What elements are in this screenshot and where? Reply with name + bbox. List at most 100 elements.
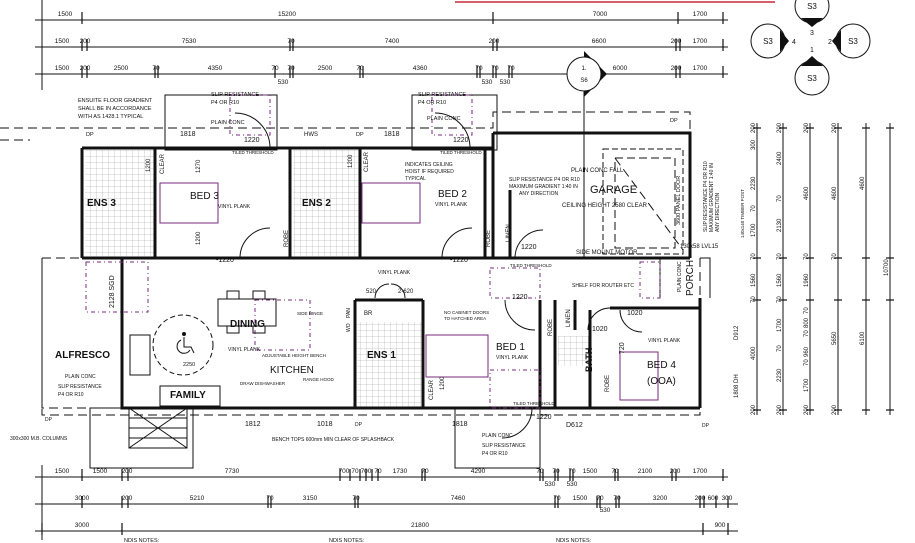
dimension-label: 1500: [93, 468, 108, 475]
room-label-garage: GARAGE: [590, 184, 637, 196]
dimension-label: 3150: [303, 495, 318, 502]
annotation-note: PLAIN CONC: [427, 116, 461, 122]
annotation-note: 1812: [245, 421, 261, 428]
annotation-note: 1220: [521, 244, 537, 251]
annotation-note: ENSUITE FLOOR GRADIENT: [78, 98, 153, 104]
annotation-note: 1220: [512, 294, 528, 301]
dimension-label: 2500: [318, 65, 333, 72]
annotation-note: PAN: [346, 308, 352, 318]
dimension-label: 1500: [55, 38, 70, 45]
dimension-label: 200: [670, 468, 681, 475]
annotation-note: 1818: [180, 131, 196, 138]
dimension-label: 960: [804, 346, 810, 357]
dimension-label: 530: [278, 79, 289, 86]
annotation-note: TILED THRESHOLD: [440, 150, 482, 155]
annotation-note: 1220: [453, 137, 469, 144]
dimension-label: 70: [568, 468, 576, 475]
annotation-note: P4 OR R10: [58, 392, 84, 398]
annotation-note: VINYL PLANK: [218, 204, 251, 210]
dimension-label: 700: [361, 468, 372, 475]
dimension-label: 200: [804, 404, 810, 415]
dimension-label: 1730: [393, 468, 408, 475]
annotation-note: CLEAR: [364, 151, 370, 172]
annotation-note: DP: [45, 417, 53, 423]
dimension-label: 600: [708, 495, 719, 502]
annotation-note: 1200: [146, 158, 152, 172]
section-cut-sheet: S6: [580, 78, 588, 84]
dimension-label: 200: [832, 122, 838, 133]
dimension-label: 6000: [613, 65, 628, 72]
dimension-label: 900: [715, 522, 726, 529]
dimension-label: 4600: [804, 186, 810, 200]
annotation-note: NDIS NOTES:: [124, 538, 160, 543]
section-cut-marker: [566, 51, 607, 258]
dimension-label: 7530: [182, 38, 197, 45]
annotation-note: ADJUSTABLE HEIGHT BENCH: [262, 353, 326, 358]
annotation-note: 1018: [317, 421, 333, 428]
annotation-note: SHELF FOR ROUTER ETC: [572, 283, 634, 289]
dimension-label: 1700: [751, 223, 757, 237]
dimension-label: 7730: [225, 468, 240, 475]
dimension-label: 6600: [592, 38, 607, 45]
dimension-label: 4350: [208, 65, 223, 72]
room-label-porch: PORCH: [685, 260, 696, 296]
dimension-label: 70: [287, 38, 295, 45]
room-label-bed2: BED 2: [438, 189, 467, 200]
annotation-note: INDICATES CEILING: [405, 162, 453, 168]
annotation-note: 1818: [384, 131, 400, 138]
dimension-label: 70: [553, 495, 561, 502]
section-marker-label: S3: [763, 37, 773, 46]
annotation-note: SIDE MOUNT MOTOR: [576, 250, 638, 256]
annotation-note: 1200: [196, 231, 202, 245]
annotation-note: DP: [702, 423, 710, 429]
annotation-note: ROBE: [548, 319, 554, 336]
annotation-note: SLIP RESISTANCE: [211, 92, 259, 98]
annotation-note: PLAIN CONC FALL: [571, 168, 624, 174]
annotation-note: SLIP RESISTANCE P4 OR R10: [509, 177, 580, 183]
annotation-note: 520: [366, 289, 377, 295]
dimension-label: 70: [751, 253, 757, 260]
dimension-label: 530: [600, 507, 611, 514]
dimension-label: 200: [80, 38, 91, 45]
annotation-note: BR: [364, 311, 373, 317]
section-marker-label: S3: [807, 74, 817, 83]
dimension-label: 800: [804, 317, 810, 328]
annotation-note: HWS: [304, 132, 318, 138]
annotation-note: VINYL PLANK: [435, 202, 468, 208]
dimension-label: 70: [374, 468, 382, 475]
walls: [41, 131, 711, 410]
dimension-label: 70: [804, 307, 810, 314]
dimension-label: 70: [596, 495, 604, 502]
dimension-label: 200: [122, 495, 133, 502]
dimension-label: 200: [671, 65, 682, 72]
dimension-label: 70: [611, 468, 619, 475]
dimension-label: 70: [552, 468, 560, 475]
dimension-label: 70: [804, 253, 810, 260]
room-label-ens1: ENS 1: [367, 350, 396, 361]
dimension-label: 200: [777, 404, 783, 415]
dimension-label: 1560: [777, 273, 783, 287]
annotation-note: TILED THRESHOLD: [510, 263, 552, 268]
dimension-label: 1700: [693, 11, 708, 18]
annotation-note: MAXIMUM GRADIENT 1:40 IN: [709, 163, 715, 232]
annotation-note: -1220: [216, 257, 234, 264]
dimension-label: 4290: [471, 468, 486, 475]
dimension-label: 530: [545, 481, 556, 488]
section-cut-number: 1.: [581, 66, 586, 72]
annotation-note: D612: [566, 422, 583, 429]
annotation-note: MAXIMUM GRADIENT 1:40 IN: [509, 184, 578, 190]
dimension-label: 70: [421, 468, 429, 475]
dimension-label: 2400: [777, 151, 783, 165]
room-label-family: FAMILY: [170, 390, 206, 401]
annotation-note: BENCH TOPS 600mm MIN CLEAR OF SPLASHBACK: [272, 437, 395, 443]
annotation-note: SIDE HINGE: [297, 311, 323, 316]
annotation-note: PLAIN CONC: [482, 433, 513, 439]
dimension-lines: [35, 0, 891, 540]
annotation-note: SLIP RESISTANCE P4 OR R10: [703, 161, 709, 232]
dimension-label: 70: [536, 468, 544, 475]
dimension-label: 200: [804, 122, 810, 133]
room-label-alfresco: ALFRESCO: [55, 350, 110, 361]
dimension-label: 6100: [860, 331, 866, 345]
